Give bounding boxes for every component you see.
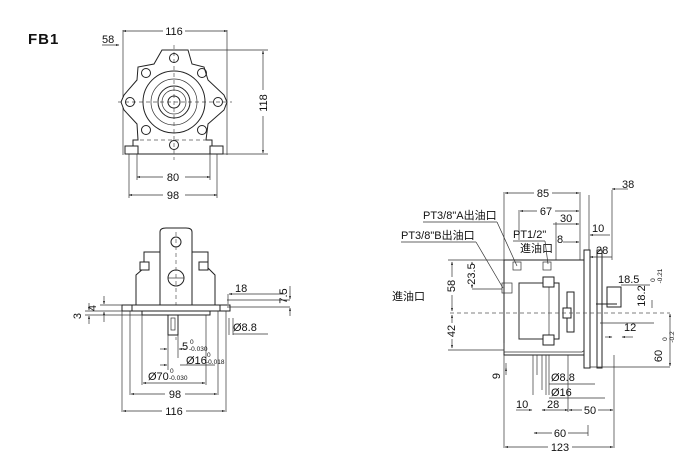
- dim-right-18-2-tol-upper: 0: [650, 278, 657, 282]
- dim-right-67: 67: [540, 206, 552, 218]
- bolt-hole: [169, 140, 179, 150]
- dim-side-shaft-tol-lower: -0.018: [206, 359, 225, 366]
- dim-right-18-5: 18.5: [618, 274, 639, 286]
- bolt-hole: [141, 125, 151, 135]
- dim-right-60-2: 60: [653, 350, 665, 362]
- label-port-b: PT3/8"B出油口: [401, 228, 475, 242]
- dim-right-58: 58: [446, 280, 458, 292]
- dim-right-60-2-tol-lower: -0.2: [669, 331, 676, 343]
- model-title: FB1: [28, 31, 59, 48]
- dim-side-base-98: 98: [169, 389, 181, 401]
- dim-front-foot-inner: 80: [167, 172, 179, 184]
- bolt-hole: [197, 68, 207, 78]
- dim-right-18-2-tol-lower: -0.21: [657, 268, 664, 283]
- dim-right-10-bottom: 10: [516, 399, 528, 411]
- bolt-hole: [197, 125, 207, 135]
- dim-side-key-tol-lower: -0.030: [189, 346, 208, 353]
- right-view: 85 67 30 8 10 28 38 18.5 18.2 0 -0.21 12: [392, 179, 676, 454]
- bolt-hole: [125, 97, 135, 107]
- label-inlet: 進油口: [392, 289, 425, 303]
- dim-right-28-top: 28: [596, 245, 608, 257]
- dim-front-foot-outer: 98: [167, 190, 179, 202]
- dim-right-hole-dia: Ø8.8: [551, 372, 575, 384]
- dim-right-42: 42: [446, 325, 458, 337]
- bolt-hole: [141, 68, 151, 78]
- dim-right-8: 8: [557, 234, 563, 246]
- bolt-hole: [169, 53, 179, 63]
- label-port-inlet-top-sub: 進油口: [520, 241, 553, 255]
- dim-side-pilot-tol-upper: 0: [170, 368, 174, 375]
- dim-side-pilot-dia: Ø70: [148, 371, 169, 383]
- label-port-inlet-top: PT1/2": [513, 229, 546, 241]
- dim-right-shaft-dia: Ø16: [551, 387, 572, 399]
- dim-right-85: 85: [537, 188, 549, 200]
- dim-right-10: 10: [592, 223, 604, 235]
- dim-front-height: 118: [258, 94, 270, 112]
- dim-side-key-width: 5: [182, 341, 188, 353]
- dim-right-23-5: 23.5: [466, 263, 478, 284]
- dim-right-28-bottom: 28: [547, 399, 559, 411]
- dim-side-shaft-tol-upper: 0: [207, 352, 211, 359]
- dim-side-pilot-tol-lower: -0.030: [169, 375, 188, 382]
- dim-right-18-2: 18.2: [636, 285, 648, 306]
- dim-front-top-width: 116: [165, 26, 183, 38]
- dim-right-60: 60: [554, 428, 566, 440]
- dim-front-offset: 58: [102, 34, 114, 46]
- front-view: 116 58 118: [102, 25, 270, 202]
- dim-side-key-tol-upper: 0: [190, 339, 194, 346]
- side-view: 4 3 18 7.5 Ø8.8 5 0 -0.030 Ø16 0 -0.018 …: [72, 227, 292, 418]
- bolt-hole: [213, 97, 223, 107]
- label-port-a: PT3/8"A出油口: [423, 208, 497, 222]
- dim-right-9: 9: [491, 373, 503, 379]
- dim-right-12: 12: [624, 322, 636, 334]
- dim-right-30: 30: [560, 213, 572, 225]
- dim-side-18: 18: [235, 283, 247, 295]
- dim-side-7-5: 7.5: [278, 288, 290, 303]
- dim-side-shaft-dia: Ø16: [186, 355, 207, 367]
- dim-side-flange-3: 3: [72, 313, 84, 319]
- dim-right-38: 38: [622, 179, 634, 191]
- dim-side-base-116: 116: [165, 406, 183, 418]
- dim-right-50: 50: [584, 405, 596, 417]
- dim-side-hole-dia: Ø8.8: [233, 322, 257, 334]
- dim-right-123: 123: [551, 442, 569, 454]
- dim-side-flange-4: 4: [87, 305, 99, 311]
- dim-right-60-2-tol-upper: 0: [662, 337, 669, 341]
